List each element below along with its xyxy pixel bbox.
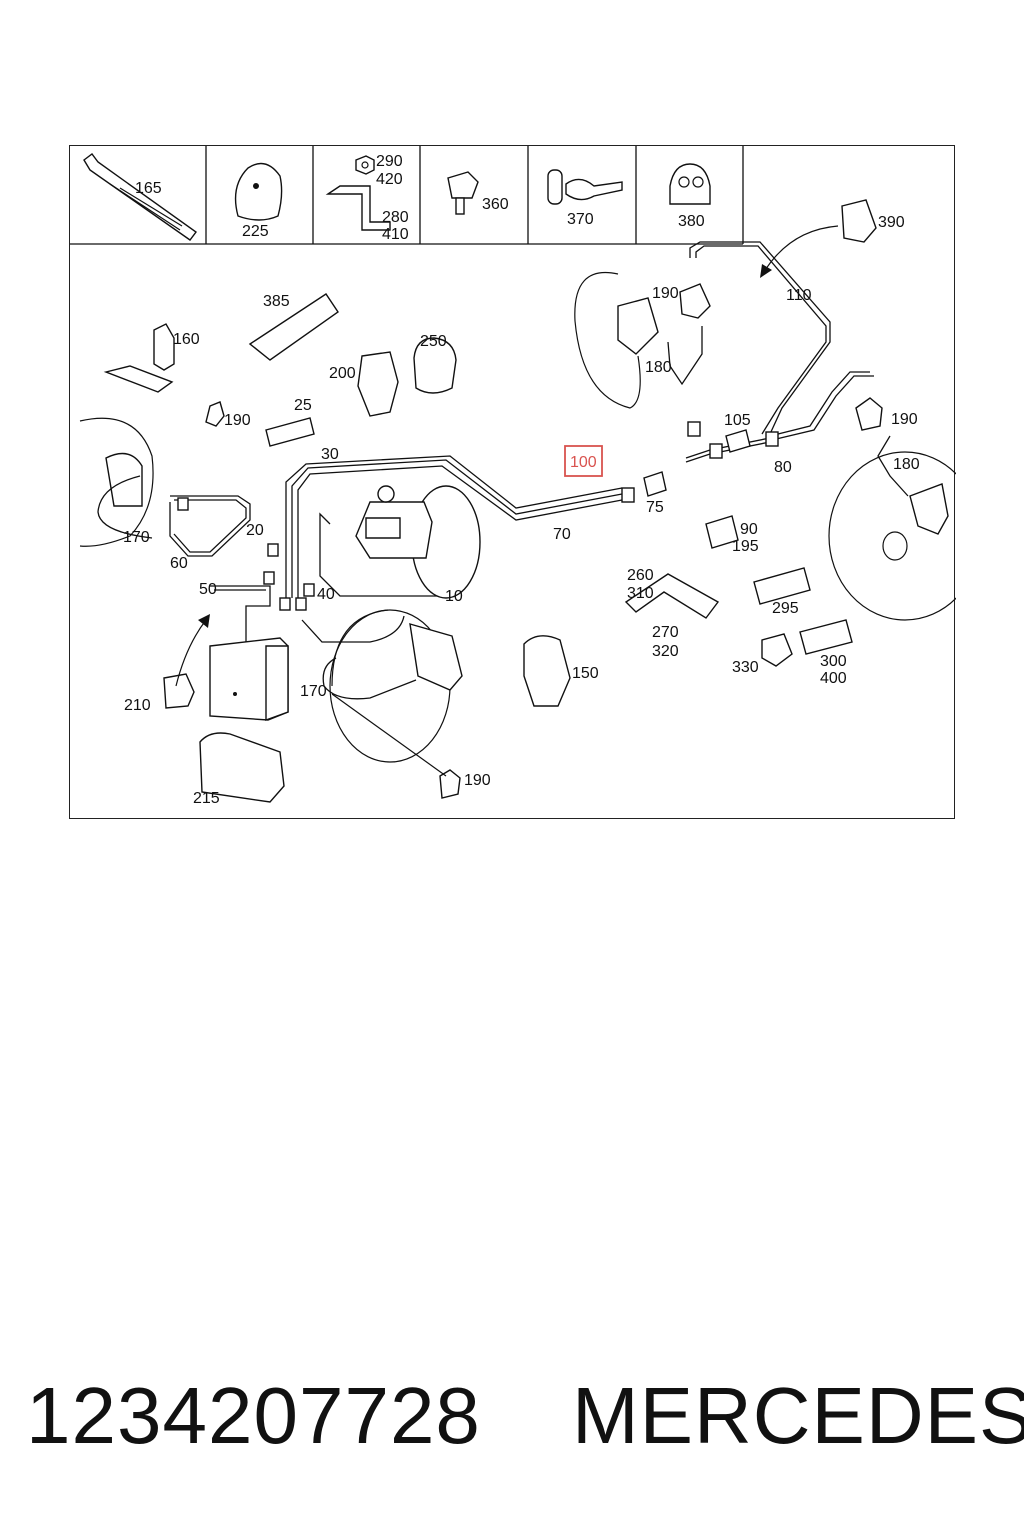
- label-420: 420: [376, 171, 403, 188]
- label-280: 280: [382, 209, 409, 226]
- label-60: 60: [170, 555, 188, 572]
- label-180-top: 180: [645, 359, 672, 376]
- label-330: 330: [732, 659, 759, 676]
- label-270: 270: [652, 624, 679, 641]
- label-215: 215: [193, 790, 220, 807]
- label-190-bottom: 190: [464, 772, 491, 789]
- label-410: 410: [382, 226, 409, 243]
- pipe-fittings: [177, 421, 779, 611]
- brand-name: MERCEDES: [572, 1371, 1024, 1460]
- label-170-bottom: 170: [300, 683, 327, 700]
- label-190-left: 190: [224, 412, 251, 429]
- label-385: 385: [263, 293, 290, 310]
- label-105: 105: [724, 412, 751, 429]
- label-90: 90: [740, 521, 758, 538]
- label-30: 30: [321, 446, 339, 463]
- label-320: 320: [652, 643, 679, 660]
- bracket-drawing: [325, 155, 391, 231]
- front-left-rotor-drawing: [79, 417, 154, 547]
- label-380: 380: [678, 213, 705, 230]
- footer-caption: 1234207728 MERCEDES: [0, 1370, 1024, 1470]
- highlight-box-part-100: [564, 445, 603, 477]
- label-360: 360: [482, 196, 509, 213]
- brake-line-assembly: 100 390 110 190 180 385 160 250 200 25 1…: [79, 199, 956, 807]
- grommet-drawing: [669, 163, 711, 205]
- label-400: 400: [820, 670, 847, 687]
- front-right-rotor-drawing: [828, 451, 956, 621]
- shield-plate-drawing: [234, 162, 283, 221]
- sleeve-parts: [265, 417, 853, 655]
- label-195: 195: [732, 538, 759, 555]
- label-290: 290: [376, 153, 403, 170]
- label-390: 390: [878, 214, 905, 231]
- label-150: 150: [572, 665, 599, 682]
- sensor-drawing: [447, 171, 479, 215]
- label-75: 75: [646, 499, 664, 516]
- label-260: 260: [627, 567, 654, 584]
- label-225: 225: [242, 223, 269, 240]
- label-50: 50: [199, 581, 217, 598]
- abs-hydraulic-unit-drawing: [209, 637, 289, 721]
- label-190-top: 190: [652, 285, 679, 302]
- label-295: 295: [772, 600, 799, 617]
- sensor-and-bracket-parts: [103, 199, 883, 803]
- label-250: 250: [420, 333, 447, 350]
- label-100: 100: [570, 454, 597, 471]
- clip-drawing: [547, 169, 623, 205]
- label-20: 20: [246, 522, 264, 539]
- label-310: 310: [627, 585, 654, 602]
- label-110: 110: [786, 287, 812, 304]
- label-190-right: 190: [891, 411, 918, 428]
- label-80: 80: [774, 459, 792, 476]
- label-370: 370: [567, 211, 594, 228]
- label-210: 210: [124, 697, 151, 714]
- rear-left-rotor-drawing: [329, 609, 463, 763]
- part-number: 1234207728: [26, 1371, 481, 1460]
- label-180-right: 180: [893, 456, 920, 473]
- label-165: 165: [135, 180, 162, 197]
- label-160: 160: [173, 331, 200, 348]
- label-170-left: 170: [123, 529, 150, 546]
- brake-booster-drawing: [355, 485, 481, 599]
- label-25: 25: [294, 397, 312, 414]
- label-300: 300: [820, 653, 847, 670]
- label-40: 40: [317, 586, 335, 603]
- label-70: 70: [553, 526, 571, 543]
- brake-line-parts-diagram: 165 225 290 420 280 410 360 370 380: [70, 146, 956, 807]
- rear-right-rotor-drawing: [574, 272, 659, 409]
- label-200: 200: [329, 365, 356, 382]
- top-parts-row: 165 225 290 420 280 410 360 370 380: [70, 146, 744, 245]
- parts-diagram-frame: 165 225 290 420 280 410 360 370 380: [69, 145, 956, 819]
- cable-tie-drawing: [83, 153, 197, 241]
- label-10: 10: [445, 588, 463, 605]
